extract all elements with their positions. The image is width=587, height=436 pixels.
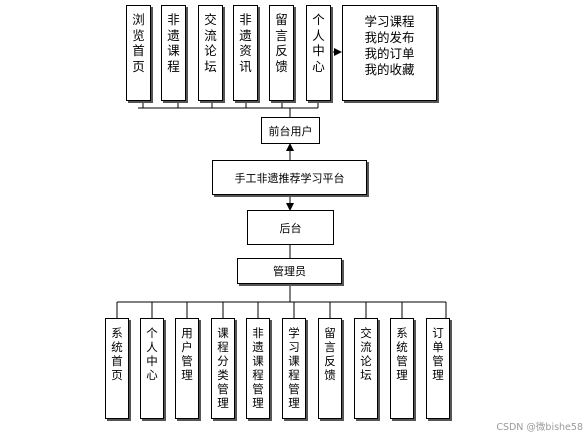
admin-node: 管理员 bbox=[237, 258, 342, 284]
module-label: 个人中心 bbox=[312, 12, 325, 74]
module-label: 课程分类管理 bbox=[217, 326, 229, 410]
admin-module-learning-course-management: 学习课程管理 bbox=[282, 318, 306, 419]
admin-module-system-management: 系统管理 bbox=[390, 318, 414, 419]
module-label: 浏览首页 bbox=[132, 12, 145, 74]
admin-module-user-management: 用户管理 bbox=[175, 318, 199, 419]
personal-center-details: 学习课程 我的发布 我的订单 我的收藏 bbox=[342, 5, 437, 101]
admin-module-feedback: 留言反馈 bbox=[318, 318, 342, 419]
module-label: 订单管理 bbox=[432, 326, 444, 382]
module-label: 个人中心 bbox=[146, 326, 158, 382]
module-label: 系统首页 bbox=[111, 326, 123, 382]
module-label: 用户管理 bbox=[181, 326, 193, 382]
module-label: 交流论坛 bbox=[204, 12, 217, 74]
module-label: 非遗课程 bbox=[167, 12, 180, 74]
admin-module-system-home: 系统首页 bbox=[105, 318, 129, 419]
module-label: 非遗资讯 bbox=[239, 12, 252, 74]
node-label: 手工非遗推荐学习平台 bbox=[234, 171, 345, 185]
frontend-user-node: 前台用户 bbox=[261, 117, 320, 144]
module-label: 留言反馈 bbox=[324, 326, 336, 382]
backend-node: 后台 bbox=[247, 210, 334, 245]
module-label: 交流论坛 bbox=[360, 326, 372, 382]
node-label: 前台用户 bbox=[268, 124, 313, 138]
detail-item: 我的收藏 bbox=[364, 62, 415, 77]
node-label: 管理员 bbox=[273, 265, 306, 278]
admin-module-course-category-management: 课程分类管理 bbox=[211, 318, 235, 419]
module-browse-home: 浏览首页 bbox=[126, 5, 151, 101]
detail-item: 学习课程 bbox=[364, 14, 415, 29]
admin-module-forum: 交流论坛 bbox=[354, 318, 378, 419]
module-label: 非遗课程管理 bbox=[252, 326, 264, 410]
detail-item: 我的订单 bbox=[364, 46, 415, 61]
admin-module-personal-center: 个人中心 bbox=[140, 318, 164, 419]
node-label: 后台 bbox=[279, 221, 302, 235]
module-label: 学习课程管理 bbox=[288, 326, 300, 410]
admin-module-heritage-course-management: 非遗课程管理 bbox=[246, 318, 270, 419]
detail-item: 我的发布 bbox=[364, 30, 415, 45]
module-heritage-courses: 非遗课程 bbox=[161, 5, 186, 101]
admin-module-order-management: 订单管理 bbox=[426, 318, 450, 419]
platform-node: 手工非遗推荐学习平台 bbox=[212, 160, 367, 195]
module-personal-center: 个人中心 bbox=[306, 5, 331, 101]
module-heritage-news: 非遗资讯 bbox=[233, 5, 258, 101]
watermark: CSDN @微bishe58 bbox=[496, 422, 583, 433]
module-label: 系统管理 bbox=[396, 326, 408, 382]
module-forum: 交流论坛 bbox=[198, 5, 223, 101]
module-feedback: 留言反馈 bbox=[269, 5, 294, 101]
module-label: 留言反馈 bbox=[275, 12, 288, 74]
